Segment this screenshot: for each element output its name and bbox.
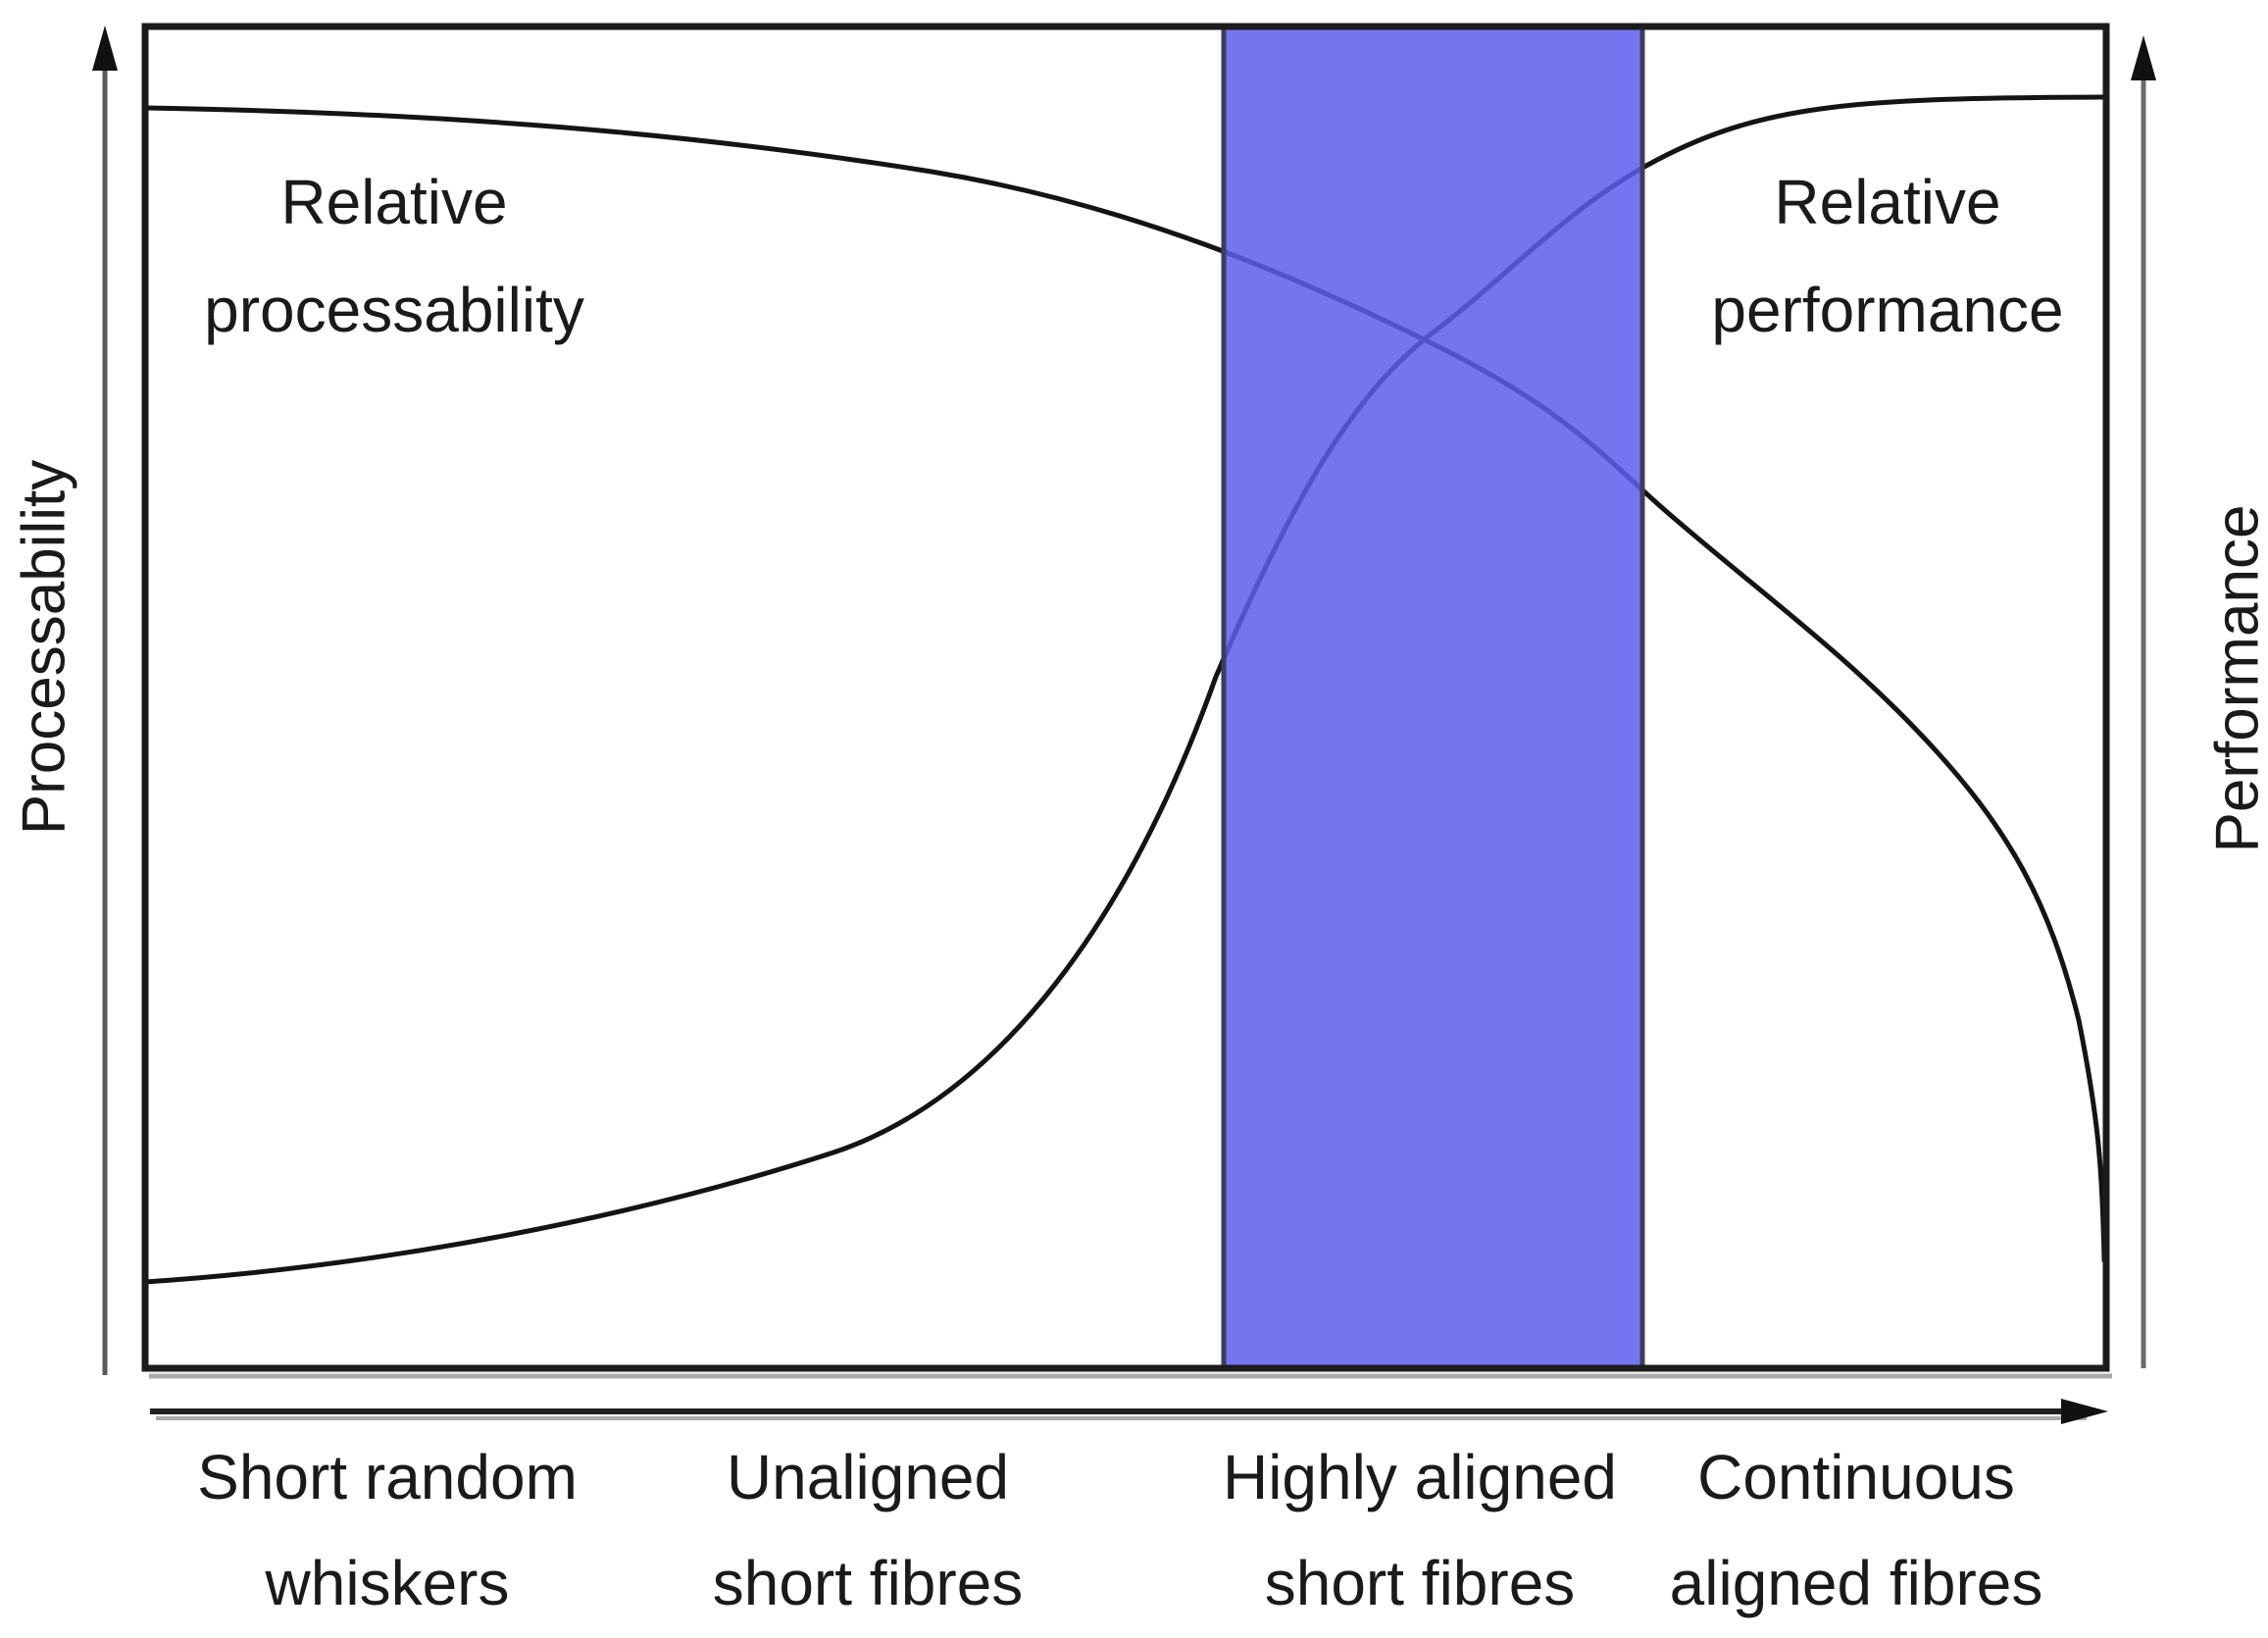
annotation-line: processability — [204, 275, 584, 345]
x-axis-arrowhead-icon — [2061, 1399, 2108, 1424]
category-line: Highly aligned — [1222, 1442, 1618, 1512]
x-category-continuous-aligned-fibres: Continuous aligned fibres — [1670, 1424, 2043, 1636]
plot-box-border — [141, 23, 2110, 1372]
y-axis-label-performance: Performance — [2203, 504, 2268, 853]
annotation-line: Relative — [280, 167, 508, 237]
category-line: Unaligned — [726, 1442, 1010, 1512]
y-axis-right-arrowhead-icon — [2131, 35, 2156, 80]
x-category-highly-aligned-short-fibres: Highly aligned short fibres — [1223, 1424, 1617, 1636]
category-line: Short random — [197, 1442, 578, 1512]
category-line: whiskers — [265, 1548, 510, 1618]
highlight-band — [1224, 26, 1642, 1368]
y-axis-left-arrowhead-icon — [92, 26, 118, 71]
relative-performance-annotation: Relative performance — [1711, 148, 2063, 364]
y-axis-label-processability: Processability — [10, 459, 78, 836]
annotation-line: Relative — [1774, 167, 2001, 237]
x-category-short-random-whiskers: Short random whiskers — [197, 1424, 578, 1636]
relative-processability-annotation: Relative processability — [204, 148, 584, 364]
annotation-line: performance — [1711, 275, 2064, 345]
category-line: short fibres — [1264, 1548, 1576, 1618]
category-line: Continuous — [1697, 1442, 2015, 1512]
x-category-unaligned-short-fibres: Unaligned short fibres — [713, 1424, 1024, 1636]
category-line: short fibres — [712, 1548, 1024, 1618]
category-line: aligned fibres — [1669, 1548, 2043, 1618]
